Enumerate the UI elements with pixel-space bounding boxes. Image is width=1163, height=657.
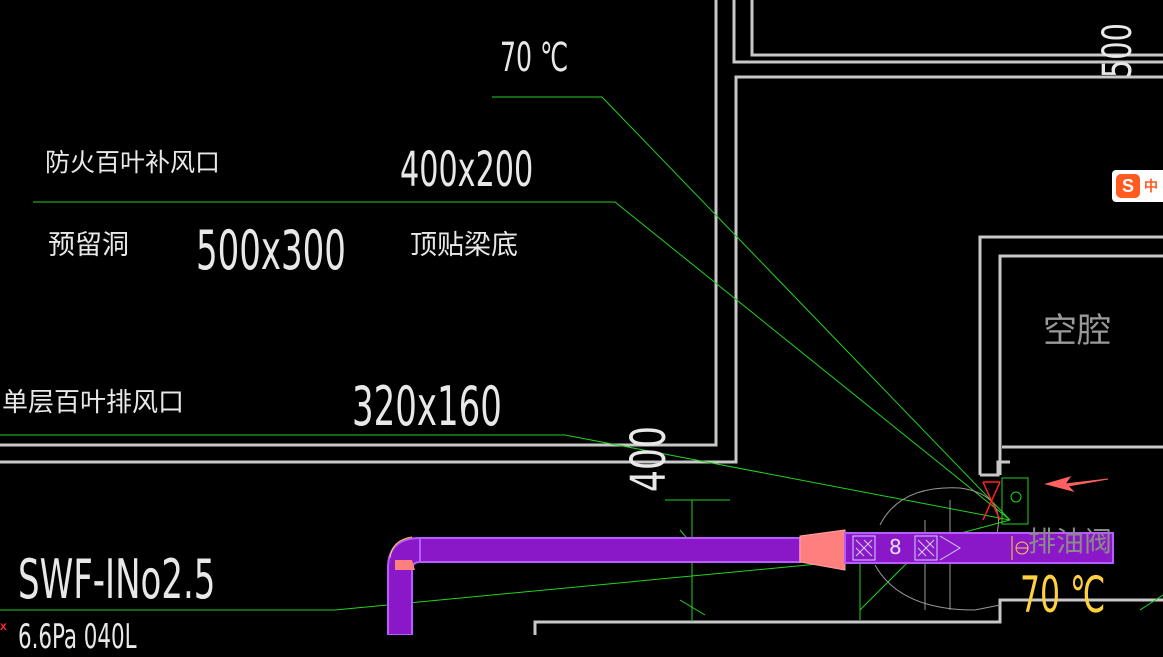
- duct-narrow: [844, 532, 1114, 564]
- opening-size: 500x300: [196, 219, 346, 282]
- exhaust-size: 320x160: [352, 375, 502, 438]
- vertical-dimension: 400: [621, 426, 677, 492]
- temp-label-bottom: 70 ℃: [1020, 566, 1106, 624]
- fan-model-label: SWF-INo2.5: [18, 548, 216, 611]
- duct-horizontal: [419, 537, 801, 563]
- cad-drawing-canvas[interactable]: [0, 0, 1163, 635]
- fire-damper-symbol: [982, 481, 1022, 521]
- ime-toolbar[interactable]: S 中: [1112, 170, 1163, 202]
- fan-spec-label: 6.6Pa 040L: [18, 617, 137, 657]
- duct-tag: 8: [889, 535, 902, 559]
- duct-elbow: [387, 536, 421, 635]
- temp-label-top: 70 ℃: [500, 35, 569, 81]
- valve-label: 排油阀: [1028, 525, 1113, 558]
- fire-damper-size: 400x200: [400, 142, 534, 198]
- duct-reducer: [799, 529, 846, 571]
- exhaust-name: 单层百叶排风口: [2, 388, 185, 418]
- direction-arrow-icon: [1044, 476, 1109, 492]
- opening-note: 顶贴梁底: [410, 230, 518, 261]
- sogou-ime-icon[interactable]: S: [1116, 174, 1140, 198]
- ime-language-toggle[interactable]: 中: [1144, 179, 1158, 195]
- cavity-label: 空腔: [1043, 311, 1111, 351]
- fire-damper-name: 防火百叶补风口: [45, 148, 221, 177]
- duct: [387, 529, 1114, 635]
- walls: [0, 0, 1163, 635]
- opening-name: 预留洞: [48, 230, 129, 261]
- top-right-dimension: 500: [1095, 23, 1141, 78]
- close-icon[interactable]: x: [0, 619, 7, 633]
